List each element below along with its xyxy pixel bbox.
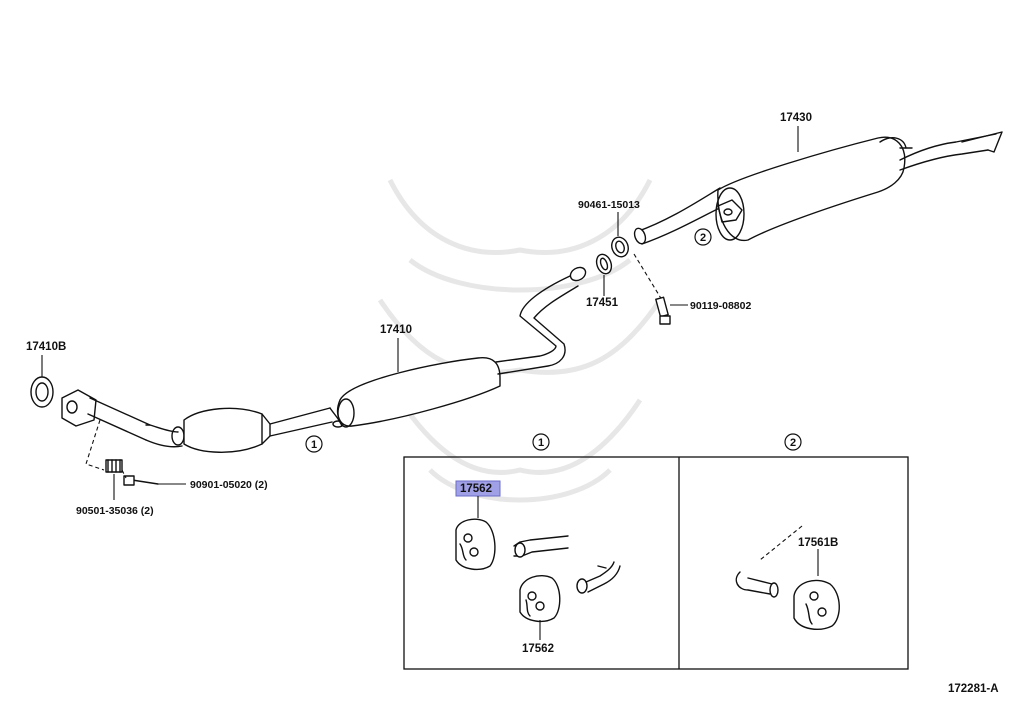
label-90501-35036: 90501-35036 (2): [76, 505, 154, 517]
label-17410B: 17410B: [26, 341, 66, 353]
callout-1-main[interactable]: 1: [305, 435, 323, 453]
label-17562-highlighted[interactable]: 17562: [460, 483, 492, 495]
detail-frame: [403, 456, 909, 670]
label-90119-08802: 90119-08802: [690, 300, 751, 312]
bolt-90119[interactable]: [633, 253, 671, 325]
callout-1-detail[interactable]: 1: [532, 433, 550, 451]
diagram-id: 172281-A: [948, 683, 999, 695]
label-90901-05020: 90901-05020 (2): [190, 479, 268, 491]
callout-2-main[interactable]: 2: [694, 228, 712, 246]
svg-text:2: 2: [700, 232, 706, 244]
label-17410: 17410: [380, 324, 412, 336]
hanger-17562-lower[interactable]: 17562: [519, 561, 621, 655]
spring-and-bolt[interactable]: [85, 419, 159, 486]
gasket-17451[interactable]: [594, 252, 614, 276]
label-17561B: 17561B: [798, 537, 838, 549]
front-pipe-assembly[interactable]: [30, 376, 344, 453]
ring-90461[interactable]: [609, 235, 631, 259]
label-17562-lower: 17562: [522, 643, 554, 655]
svg-text:1: 1: [538, 437, 544, 449]
label-17451: 17451: [586, 297, 619, 309]
label-17430: 17430: [780, 112, 812, 124]
tail-muffler[interactable]: [633, 131, 1003, 245]
label-90461-15013: 90461-15013: [578, 199, 640, 211]
svg-text:2: 2: [790, 437, 796, 449]
hanger-17562-upper[interactable]: 17562: [455, 480, 569, 571]
center-muffler[interactable]: [336, 265, 588, 428]
hanger-17561B[interactable]: 17561B: [735, 525, 840, 630]
svg-text:1: 1: [311, 439, 317, 451]
callout-2-detail[interactable]: 2: [784, 433, 802, 451]
